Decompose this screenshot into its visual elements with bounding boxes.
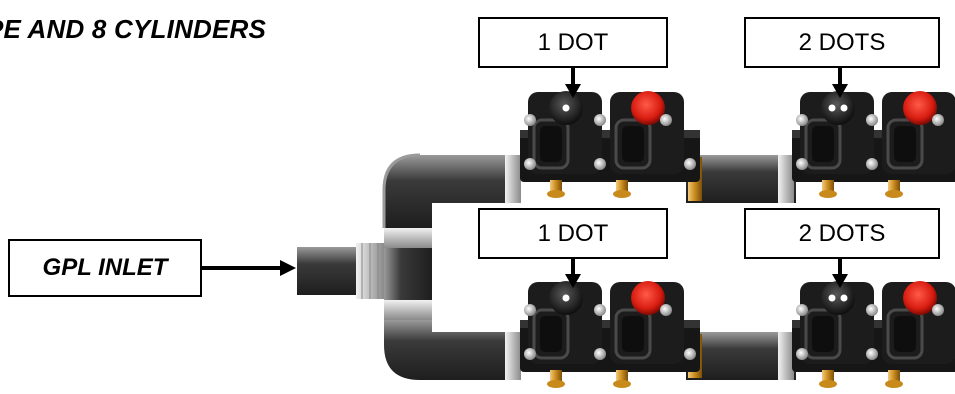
gpl-inlet-label: GPL INLET: [8, 239, 202, 297]
injector-rail-bottom-right: [790, 279, 955, 390]
label-top-right: 2 DOTS: [744, 17, 940, 68]
label-top-left: 1 DOT: [478, 17, 668, 68]
arrow-bottom-right: [832, 258, 848, 288]
dot-marker: [828, 104, 836, 112]
lower-rail-pipe: [505, 332, 796, 380]
inlet-pipe: [297, 243, 397, 299]
diagram-heading: PE AND 8 CYLINDERS: [0, 14, 267, 44]
arrow-top-right: [832, 67, 848, 98]
arrow-bottom-left: [565, 258, 581, 288]
inlet-arrow: [202, 260, 296, 276]
lower-elbow: [384, 320, 520, 380]
dot-marker: [840, 104, 848, 112]
injector-rail-top-right: [790, 89, 955, 200]
dot-marker: [828, 294, 836, 302]
label-bottom-left: 1 DOT: [478, 208, 668, 259]
upper-elbow: [382, 153, 520, 228]
injector-rail-top-left: [518, 89, 702, 200]
dot-marker: [562, 294, 570, 302]
label-bottom-right: 2 DOTS: [744, 208, 940, 259]
arrow-top-left: [565, 67, 581, 98]
dot-marker: [840, 294, 848, 302]
dot-marker: [562, 104, 570, 112]
upper-rail-pipe: [505, 155, 796, 203]
injector-rail-bottom-left: [518, 279, 702, 390]
